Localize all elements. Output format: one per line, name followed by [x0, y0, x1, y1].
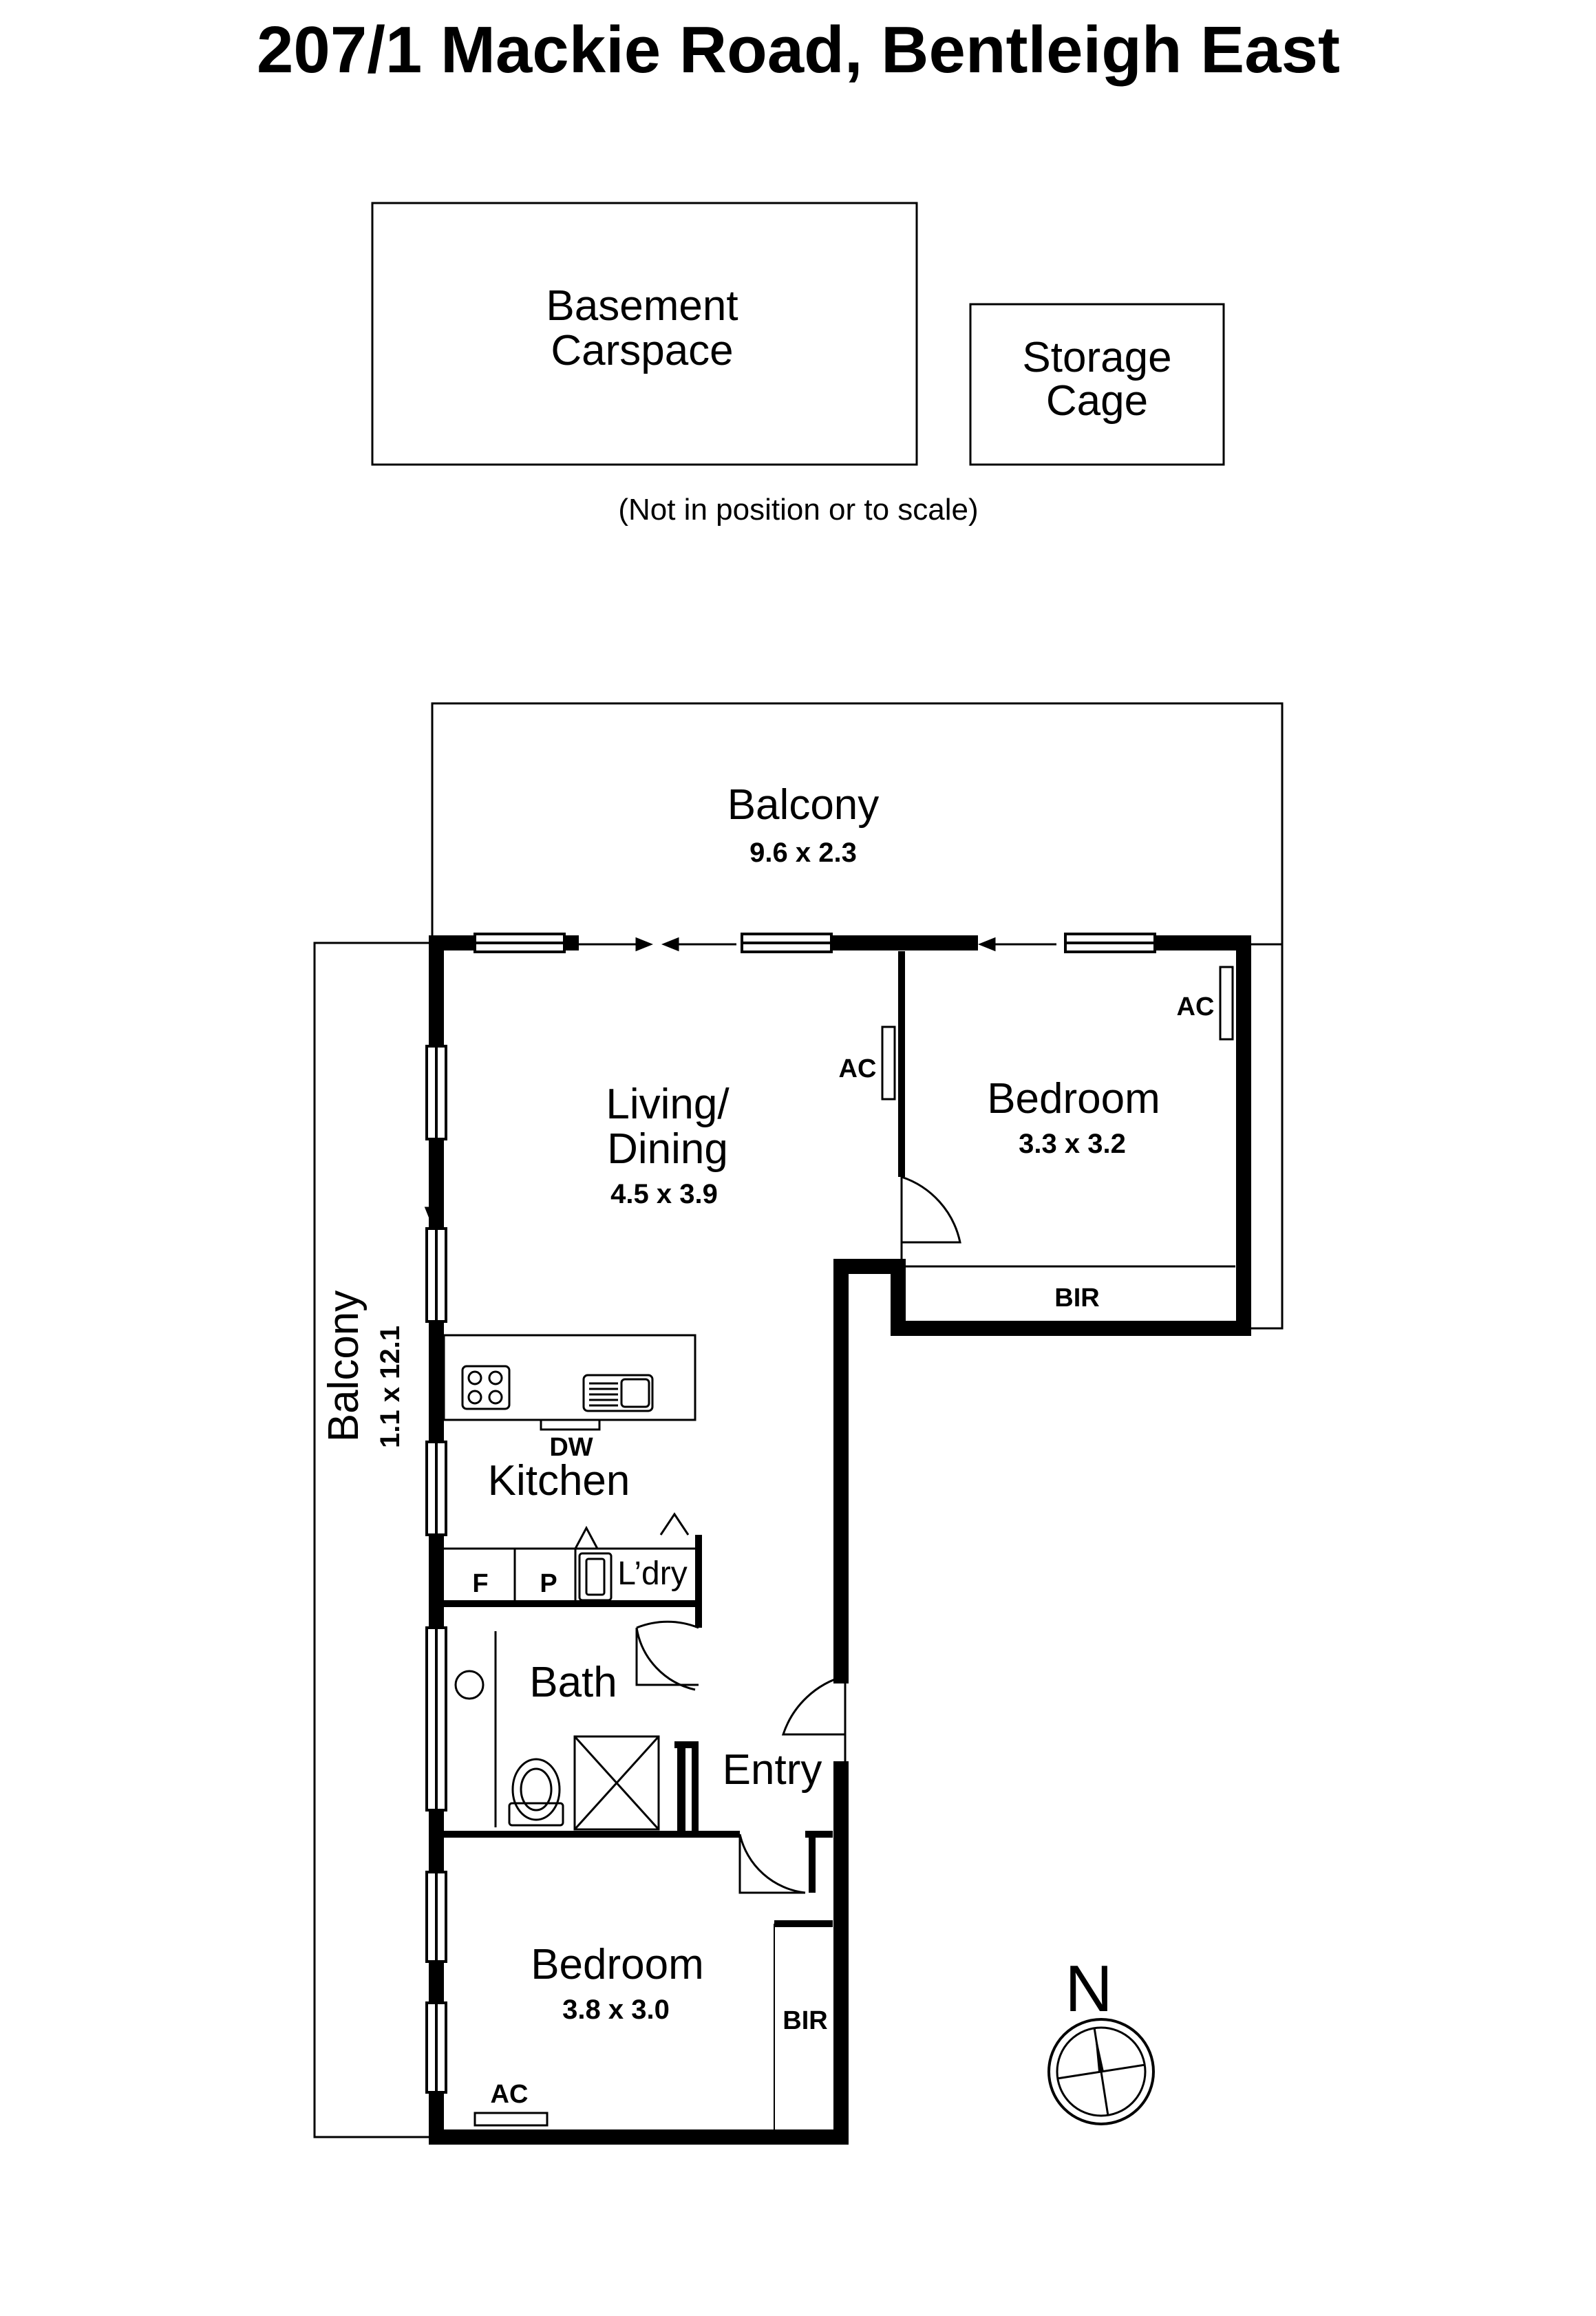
pantry-label: P: [540, 1569, 557, 1598]
bedroom-1-dims: 3.3 x 3.2: [1019, 1129, 1126, 1159]
scale-note: (Not in position or to scale): [618, 493, 978, 527]
balcony-side-label: Balcony: [320, 1290, 368, 1443]
entry-label: Entry: [723, 1746, 822, 1794]
bedroom-2-label: Bedroom: [531, 1941, 704, 1988]
doors: [635, 1176, 961, 1894]
bedroom-2-dims: 3.8 x 3.0: [562, 1995, 670, 2025]
carspace-label: Carspace: [551, 327, 733, 374]
storage-cage-label: Cage: [1046, 377, 1148, 425]
living-dining-label: Living/: [606, 1081, 730, 1128]
balcony-outline: [431, 702, 1284, 1330]
balcony-outline: [313, 942, 432, 2138]
living-dining-dims: 4.5 x 3.9: [610, 1179, 718, 1209]
dishwasher-label: DW: [549, 1433, 593, 1462]
ac-label-bedroom-2: AC: [491, 2080, 529, 2109]
interior-walls: [444, 951, 1235, 2132]
page-title: 207/1 Mackie Road, Bentleigh East: [257, 13, 1340, 87]
carspace-label: Basement: [546, 282, 738, 330]
bedroom-1-label: Bedroom: [987, 1075, 1160, 1123]
bir-label-bedroom-1: BIR: [1054, 1284, 1099, 1313]
laundry-label: L’dry: [617, 1555, 687, 1592]
compass-north-label: N: [1065, 1952, 1112, 2026]
bath-label: Bath: [529, 1659, 617, 1706]
kitchen-storage: [444, 1512, 695, 1604]
fridge-label: F: [472, 1569, 488, 1598]
carspace-box: [371, 202, 918, 466]
balcony-side-dims: 1.1 x 12.1: [375, 1326, 405, 1448]
sliding-arrows: [424, 937, 1056, 1225]
storage-cage-label: Storage: [1022, 334, 1171, 381]
bathroom-fixtures: [454, 1670, 660, 1831]
ac-label-living: AC: [839, 1054, 877, 1083]
ac-label-bedroom-1: AC: [1177, 992, 1215, 1021]
bir-label-bedroom-2: BIR: [783, 2006, 827, 2035]
balcony-top-label: Balcony: [727, 781, 880, 829]
balcony-top-dims: 9.6 x 2.3: [749, 838, 857, 868]
kitchen-label: Kitchen: [488, 1457, 630, 1505]
windows: [425, 933, 1156, 2094]
kitchen-bench: [443, 1334, 696, 1431]
compass-icon: N: [1047, 1952, 1155, 2125]
storage-cage-box: [969, 303, 1225, 466]
ac-units: [474, 966, 1234, 2127]
living-dining-label: Dining: [607, 1125, 728, 1173]
